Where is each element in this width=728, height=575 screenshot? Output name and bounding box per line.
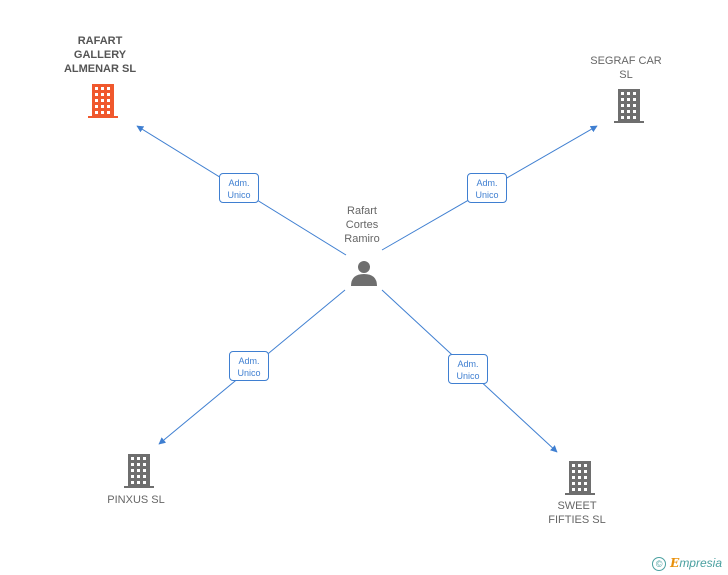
building-icon[interactable] — [614, 89, 644, 123]
person-name-line-1: Rafart — [347, 205, 377, 217]
copyright-icon: © — [652, 557, 667, 571]
role-line: Unico — [237, 368, 261, 378]
company-label-pinxus[interactable]: PINXUS SL — [96, 493, 176, 507]
company-name-line: SL — [619, 69, 633, 81]
role-line: Adm. — [476, 178, 498, 188]
company-name-line: RAFART — [77, 35, 123, 47]
building-icon[interactable] — [88, 84, 118, 118]
company-name-line: GALLERY — [73, 49, 127, 61]
person-icon[interactable] — [351, 261, 377, 286]
company-name-line: SWEET — [557, 500, 597, 512]
company-name-line: ALMENAR SL — [63, 63, 137, 75]
role-label-sweet: Adm. Unico — [448, 354, 488, 384]
brand-name: mpresia — [679, 556, 722, 571]
role-label-rafart: Adm. Unico — [219, 173, 259, 203]
role-label-pinxus: Adm. Unico — [229, 351, 269, 381]
person-name-line-3: Ramiro — [344, 233, 380, 245]
company-name-line: PINXUS SL — [107, 494, 165, 506]
company-label-rafart[interactable]: RAFART GALLERY ALMENAR SL — [48, 34, 152, 76]
role-line: Adm. — [238, 356, 260, 366]
company-label-sweet[interactable]: SWEET FIFTIES SL — [536, 499, 618, 527]
person-name-line-2: Cortes — [345, 219, 379, 231]
footer-brand[interactable]: ©Empresia — [652, 556, 722, 571]
company-name-line: SEGRAF CAR — [590, 55, 662, 67]
company-label-segraf[interactable]: SEGRAF CAR SL — [580, 54, 672, 82]
role-line: Adm. — [228, 178, 250, 188]
role-line: Unico — [227, 190, 251, 200]
role-line: Unico — [456, 371, 480, 381]
person-name-label[interactable]: Rafart Cortes Ramiro — [322, 204, 402, 246]
role-line: Adm. — [457, 359, 479, 369]
company-name-line: FIFTIES SL — [548, 514, 606, 526]
role-line: Unico — [475, 190, 499, 200]
building-icon[interactable] — [565, 461, 595, 495]
building-icon[interactable] — [124, 454, 154, 488]
brand-initial: E — [670, 556, 680, 571]
role-label-segraf: Adm. Unico — [467, 173, 507, 203]
